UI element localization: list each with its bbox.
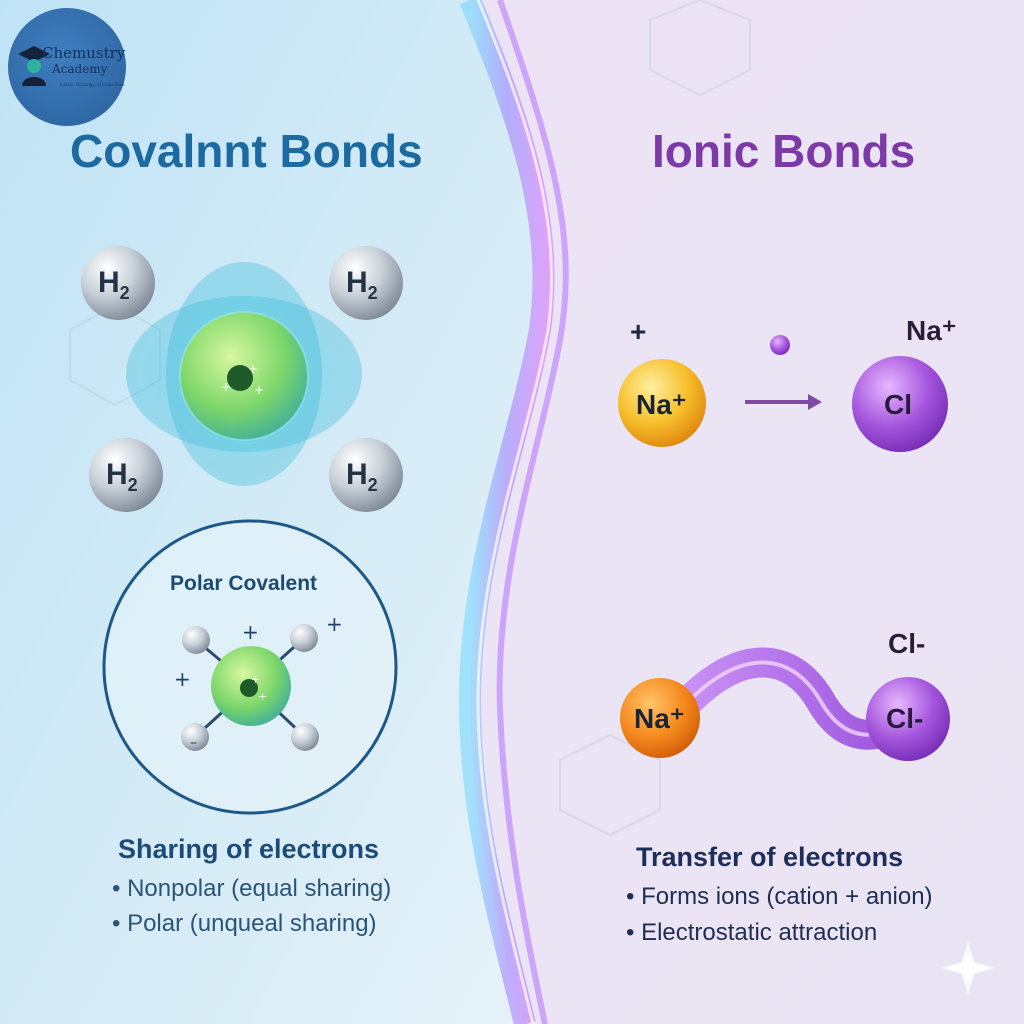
covalent-bullet-polar: • Polar (unqueal sharing) [112, 910, 377, 937]
covalent-heading: Sharing of electrons [118, 834, 380, 864]
chlorine-atom-top [852, 356, 948, 452]
logo-badge [8, 8, 126, 126]
plus-sign: + [630, 316, 647, 347]
svg-text:+: + [251, 673, 260, 686]
h2-atom-bottom-right [329, 438, 403, 512]
electron-dot [770, 335, 790, 355]
chlorine-ion-bottom [866, 677, 950, 761]
nucleus [227, 365, 253, 391]
h2-atom-bottom-left [89, 438, 163, 512]
covalent-bullet-nonpolar: • Nonpolar (equal sharing) [112, 875, 392, 902]
svg-text:+: + [174, 667, 191, 691]
arrow-right-icon [745, 394, 822, 410]
h2-label-bottom-left: H2 [106, 458, 138, 495]
ionic-title: Ionic Bonds [652, 125, 916, 177]
svg-text:+: + [248, 362, 258, 376]
h2-label-top-right: H2 [346, 266, 378, 303]
na-ion-label-bottom: Na⁺ [634, 703, 685, 734]
svg-text:+: + [221, 380, 231, 394]
ionic-heading: Transfer of electrons [636, 842, 904, 872]
covalent-molecule [126, 262, 362, 486]
h2-atom-top-left [81, 246, 155, 320]
cl-ion-top-label: Cl- [888, 628, 926, 659]
svg-text:+: + [254, 383, 264, 397]
h2-atom-top-right [329, 246, 403, 320]
svg-text:+: + [258, 690, 267, 703]
svg-text:+: + [242, 620, 259, 644]
logo-tagline: Iuleasr, Ocevoigy, ol losiue Rses [60, 82, 125, 87]
h2-label-bottom-right: H2 [346, 458, 378, 495]
covalent-title: Covalnnt Bonds [70, 125, 423, 177]
sodium-ion-top [618, 359, 706, 447]
na-ion-label-top: Na⁺ [636, 389, 687, 420]
sodium-ion-bottom [620, 678, 700, 758]
na-label: Na⁺ [906, 315, 957, 346]
h2-label-top-left: H2 [98, 266, 130, 303]
ionic-bullet-electrostatic: • Electrostatic attraction [626, 919, 878, 946]
logo-name-line-2: Academy [52, 62, 108, 76]
logo-name-line-1: Chemustry [42, 44, 126, 62]
ionic-bullet-forms-ions: • Forms ions (cation + anion) [626, 883, 933, 910]
cl-atom-label: Cl [884, 389, 912, 420]
graduate-icon [18, 46, 50, 86]
svg-text:+: + [326, 612, 343, 636]
cl-ion-label: Cl- [886, 703, 924, 734]
sparkle-icon [942, 942, 994, 994]
polar-covalent-title: Polar Covalent [170, 572, 318, 595]
svg-text:–: – [190, 735, 197, 751]
